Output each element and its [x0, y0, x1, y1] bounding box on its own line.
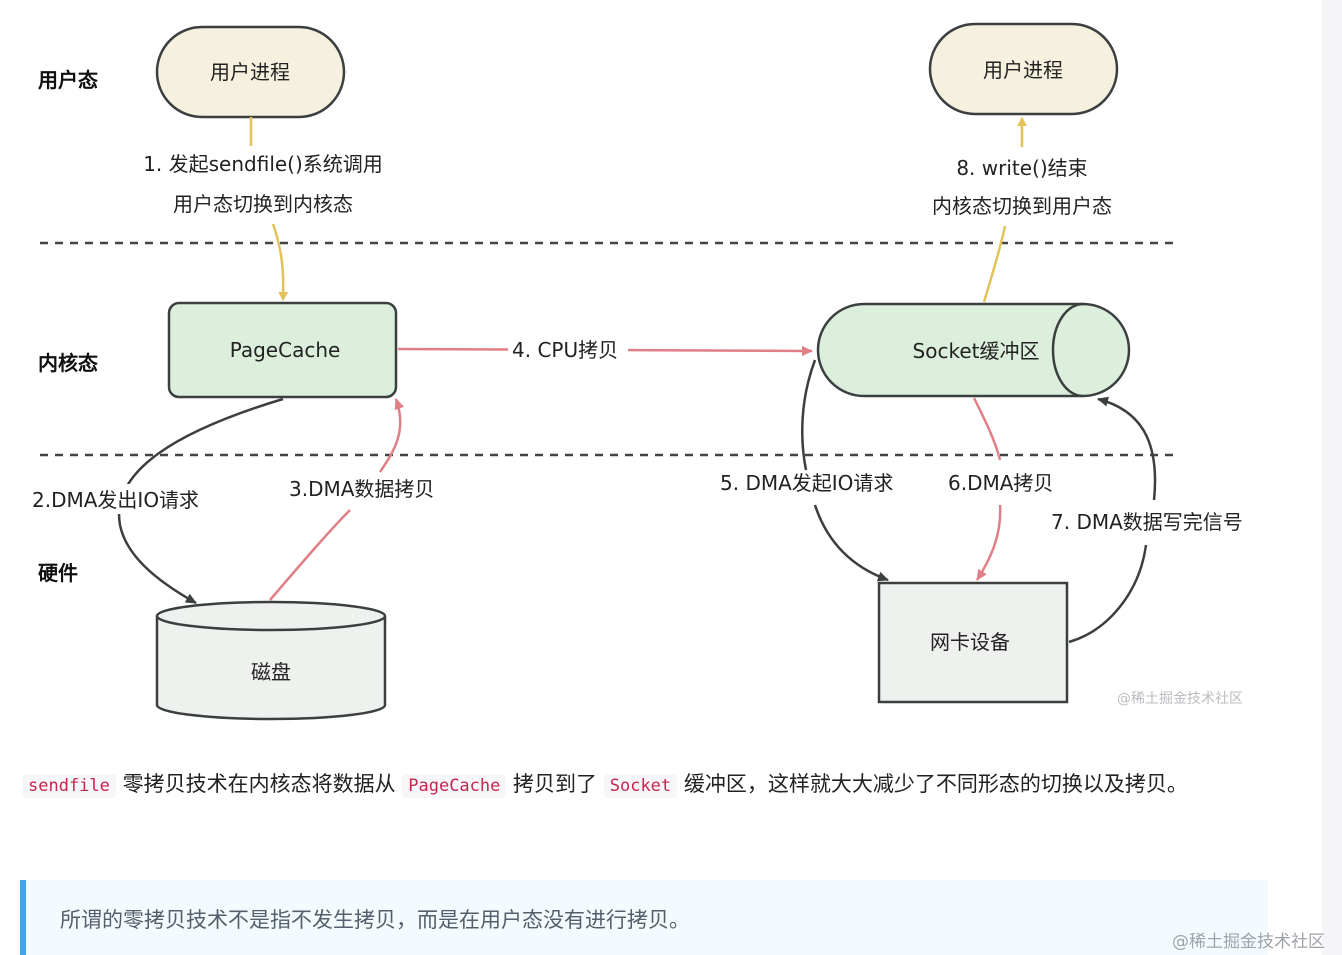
step1-arrow: [271, 223, 289, 301]
step8-arrow: [982, 225, 1007, 303]
page-cache-label: PageCache: [230, 338, 341, 362]
nic-label: 网卡设备: [930, 630, 1010, 654]
step1-label-line1: 1. 发起sendfile()系统调用: [143, 152, 383, 176]
step5-arrow-bottom: [813, 504, 889, 582]
step5-label: 5. DMA发起IO请求: [720, 471, 893, 495]
nic-node: [877, 581, 1069, 704]
page-watermark: @稀土掘金技术社区: [1172, 932, 1325, 952]
step2-label-bg: [30, 484, 216, 514]
step3-label: 3.DMA数据拷贝: [289, 477, 434, 501]
step7-arrow: [1068, 544, 1148, 644]
step6-label: 6.DMA拷贝: [948, 471, 1053, 495]
socket-buffer-end-cap: [1051, 302, 1084, 398]
disk-label: 磁盘: [251, 660, 291, 684]
article-paragraph: sendfile 零拷贝技术在内核态将数据从 PageCache 拷贝到了 So…: [22, 764, 1252, 807]
inline-code-sendfile: sendfile: [22, 774, 116, 798]
inline-code-socket: Socket: [603, 774, 678, 798]
step7-arrow-top: [1097, 396, 1157, 501]
step8-label-line2: 内核态切换到用户态: [932, 194, 1112, 218]
step6-arrow: [972, 397, 1002, 461]
zone-label-user: 用户态: [38, 68, 98, 92]
disk-top-ellipse: [155, 600, 387, 632]
page-cache-node: [167, 301, 398, 399]
inline-code-pagecache: PageCache: [402, 774, 507, 798]
blockquote-text: 所谓的零拷贝技术不是指不发生拷贝，而是在用户态没有进行拷贝。: [60, 908, 690, 932]
step5-arrow: [801, 359, 817, 471]
step3-arrow: [269, 509, 351, 601]
paragraph-text-3: 缓冲区，这样就大大减少了不同形态的切换以及拷贝。: [677, 772, 1188, 796]
step6-arrow-bottom: [975, 504, 1002, 581]
socket-buffer-label: Socket缓冲区: [913, 339, 1040, 363]
step1-label-line2: 用户态切换到内核态: [173, 192, 353, 216]
disk-node: [155, 616, 387, 721]
step4-label: 4. CPU拷贝: [512, 338, 618, 362]
zone-label-hardware: 硬件: [38, 561, 78, 585]
step3-arrow-top: [378, 398, 405, 473]
step4-label-bg: [508, 334, 628, 364]
step8-label-line1: 8. write()结束: [956, 156, 1087, 180]
user-process-left-label: 用户进程: [210, 60, 290, 84]
zone-label-kernel: 内核态: [38, 351, 98, 375]
paragraph-text-1: 零拷贝技术在内核态将数据从: [115, 772, 403, 796]
step7-label: 7. DMA数据写完信号: [1051, 510, 1243, 534]
right-scroll-gutter: [1322, 0, 1342, 955]
step2-label: 2.DMA发出IO请求: [32, 488, 199, 512]
diagram-watermark: @稀土掘金技术社区: [1117, 691, 1243, 707]
blockquote: 所谓的零拷贝技术不是指不发生拷贝，而是在用户态没有进行拷贝。: [20, 880, 1268, 955]
sendfile-diagram: 用户态 内核态 硬件 用户进程 用户进程 PageCache Socket缓冲区…: [30, 22, 1243, 721]
paragraph-text-2: 拷贝到了: [506, 772, 604, 796]
user-process-right-node: [928, 22, 1119, 116]
user-process-right-label: 用户进程: [983, 58, 1063, 82]
